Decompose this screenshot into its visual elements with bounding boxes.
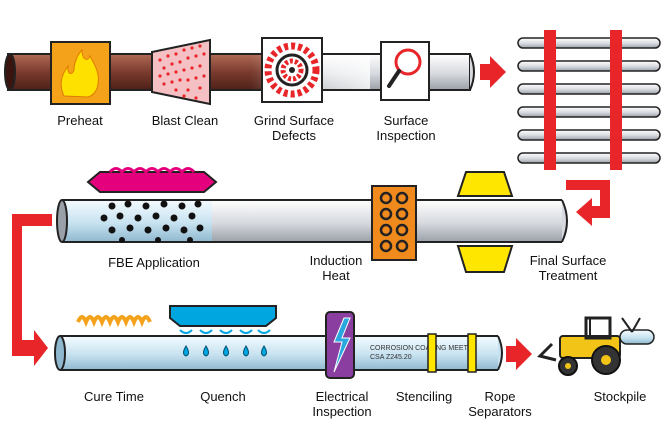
shower-head-icon bbox=[169, 305, 277, 357]
blast-nozzle-icon bbox=[151, 38, 211, 106]
row2-pipe bbox=[56, 199, 568, 243]
row3-pipe bbox=[54, 335, 503, 371]
label-blast-clean: Blast Clean bbox=[151, 113, 219, 128]
grinder-disc-icon bbox=[261, 37, 323, 103]
process-arrow-4 bbox=[506, 338, 532, 370]
label-rope-separators: Rope Separators bbox=[468, 389, 532, 419]
magnifier-icon bbox=[380, 41, 430, 101]
lightning-icon bbox=[325, 311, 355, 379]
label-grind-surface-defects: Grind Surface Defects bbox=[253, 113, 335, 143]
label-quench: Quench bbox=[200, 389, 246, 404]
stencil-line-1: CORROSION COATING MEETS bbox=[370, 345, 473, 352]
rope-separator-bands bbox=[427, 333, 477, 373]
stencil-line-2: CSA Z245.20 bbox=[370, 354, 412, 361]
pipe-rack bbox=[517, 30, 661, 170]
heat-wave-icon bbox=[76, 315, 152, 328]
label-fbe-application: FBE Application bbox=[108, 255, 200, 270]
label-preheat: Preheat bbox=[57, 113, 103, 128]
label-stenciling: Stenciling bbox=[395, 389, 453, 404]
process-arrow-1 bbox=[480, 56, 506, 88]
flame-icon bbox=[50, 41, 111, 105]
label-stockpile: Stockpile bbox=[593, 389, 647, 404]
final-treatment-blocks bbox=[456, 171, 514, 273]
label-induction-heat: Induction Heat bbox=[309, 253, 363, 283]
tractor-icon bbox=[537, 316, 655, 376]
label-electrical-inspection: Electrical Inspection bbox=[312, 389, 372, 419]
spray-head-icon bbox=[86, 167, 218, 243]
process-arrow-3 bbox=[12, 214, 52, 366]
process-arrow-2 bbox=[566, 180, 610, 226]
coil-icon bbox=[371, 185, 417, 261]
label-cure-time: Cure Time bbox=[84, 389, 144, 404]
label-surface-inspection: Surface Inspection bbox=[376, 113, 436, 143]
label-final-surface-treatment: Final Surface Treatment bbox=[529, 253, 607, 283]
